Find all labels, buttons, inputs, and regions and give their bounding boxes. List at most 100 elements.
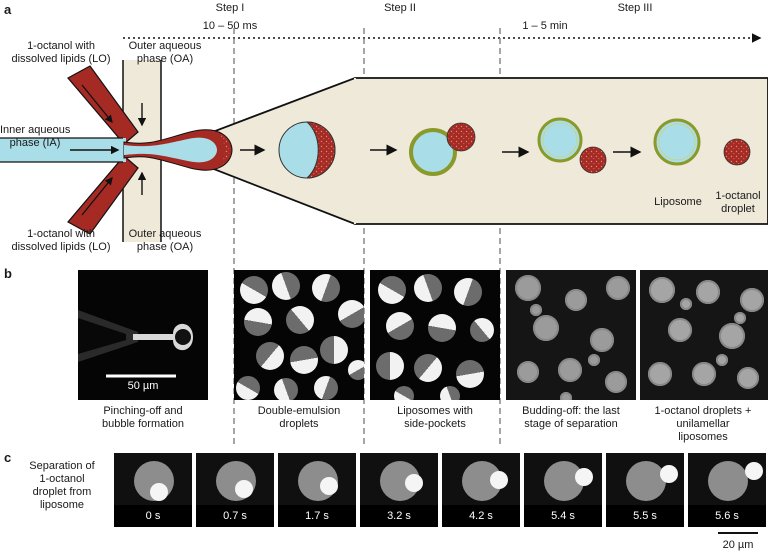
panel-label-c: c [4, 450, 12, 465]
frame-time-label: 0.7 s [196, 505, 274, 527]
scalebar-b-label: 50 µm [127, 380, 159, 392]
liposome-side-pocket [409, 122, 476, 176]
micrograph-blob [565, 289, 587, 311]
micrograph-blob [348, 360, 364, 380]
micrograph-blob [428, 314, 456, 342]
micrograph-blob [256, 342, 284, 370]
step-2-label: Step II [384, 2, 416, 14]
budding-liposome [537, 117, 607, 174]
liposome-blob [626, 461, 666, 501]
micrograph-blob [378, 276, 406, 304]
micrograph-double-emulsion [234, 270, 364, 400]
frame-time-label: 5.6 s [688, 505, 766, 527]
micrograph-blob [286, 306, 314, 334]
octanol-droplet-blob [575, 468, 593, 486]
micrograph-blob [649, 277, 675, 303]
micrograph-blob [456, 360, 484, 388]
frame-time-label: 3.2 s [360, 505, 438, 527]
micrograph-blob [440, 386, 460, 400]
micrograph-blob [590, 328, 614, 352]
time-lapse-frame: 3.2 s [360, 453, 438, 527]
label-liposome: Liposome [654, 196, 702, 208]
panel-label-a: a [4, 2, 12, 17]
micrograph-blob [274, 378, 298, 400]
final-liposome [653, 118, 701, 166]
micrograph-blob [680, 298, 692, 310]
micrograph-blob [236, 376, 260, 400]
octanol-droplet-blob [660, 465, 678, 483]
micrograph-blob [240, 276, 268, 304]
time-lapse-frame: 1.7 s [278, 453, 356, 527]
outer-channel [162, 77, 768, 225]
time-lapse-frame: 5.6 s [688, 453, 766, 527]
micrograph-side-pockets [370, 270, 500, 400]
double-emulsion-droplet [278, 121, 336, 179]
micrograph-blob [737, 367, 759, 389]
time-lapse-frame: 5.4 s [524, 453, 602, 527]
micrograph-blob [558, 358, 582, 382]
final-octanol-droplet [723, 138, 751, 166]
micrograph-blob [517, 361, 539, 383]
frame-time-label: 0 s [114, 505, 192, 527]
micrograph-blob [376, 352, 404, 380]
micrograph-blob [320, 336, 348, 364]
octanol-droplet-blob [490, 471, 508, 489]
micrograph-blob [290, 346, 318, 374]
micrograph-separated [640, 270, 768, 400]
micrograph-blob [740, 288, 764, 312]
frame-time-label: 5.4 s [524, 505, 602, 527]
octanol-droplet-blob [150, 483, 168, 501]
micrograph-blob [314, 376, 338, 400]
micrograph-blob [605, 371, 627, 393]
octanol-droplet-blob [235, 480, 253, 498]
step-1-label: Step I [215, 2, 245, 14]
micrograph-budding-off [506, 270, 636, 400]
micrograph-blob [470, 318, 494, 342]
micrograph-blob [312, 274, 340, 302]
time-lapse-frame: 0.7 s [196, 453, 274, 527]
micrograph-blob [386, 312, 414, 340]
octanol-droplet-blob [320, 477, 338, 495]
micrograph-blob [394, 386, 414, 400]
panel-label-b: b [4, 266, 12, 281]
step-3-label: Step III [617, 2, 653, 14]
micrograph-blob [530, 304, 542, 316]
frame-time-label: 4.2 s [442, 505, 520, 527]
time-lapse-frame: 5.5 s [606, 453, 684, 527]
frame-time-label: 5.5 s [606, 505, 684, 527]
time-lapse-frame: 4.2 s [442, 453, 520, 527]
micrograph-blob [414, 274, 442, 302]
micrograph-blob [606, 276, 630, 300]
micrograph-blob [454, 278, 482, 306]
micrograph-blob [560, 392, 572, 400]
octanol-droplet-blob [405, 474, 423, 492]
micrograph-blob [588, 354, 600, 366]
micrograph-blob [692, 362, 716, 386]
micrograph-blob [414, 354, 442, 382]
time-lapse-frame: 0 s [114, 453, 192, 527]
scalebar-c-label: 20 µm [722, 539, 754, 551]
micrograph-blob [338, 300, 364, 328]
micrograph-blob [668, 318, 692, 342]
micrograph-blob [533, 315, 559, 341]
micrograph-blob [515, 275, 541, 301]
micrograph-blob [696, 280, 720, 304]
micrograph-blob [648, 362, 672, 386]
liposome-blob [708, 461, 748, 501]
step-1-time: 10 – 50 ms [202, 20, 258, 32]
